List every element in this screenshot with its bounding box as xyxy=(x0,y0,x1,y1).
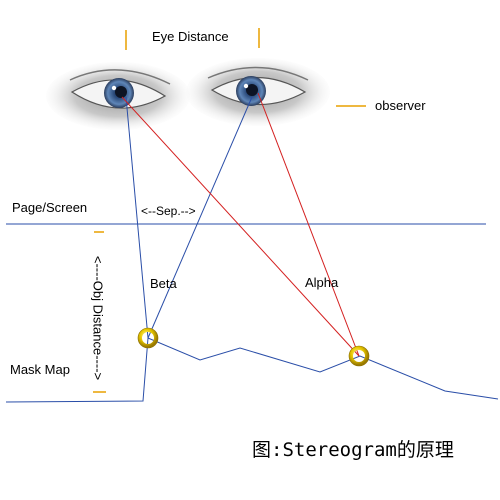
alpha-left-sight-line xyxy=(121,96,360,357)
figure-caption: 图:Stereogram的原理 xyxy=(252,439,454,461)
left-eye-highlight xyxy=(111,85,117,91)
beta-left-sight-line xyxy=(125,96,149,339)
observer-label: observer xyxy=(375,98,426,113)
eye-distance-label: Eye Distance xyxy=(152,29,229,44)
alpha-right-sight-line xyxy=(257,92,360,357)
separation-label: <--Sep.--> xyxy=(141,204,196,218)
beta-label: Beta xyxy=(150,276,177,291)
beta-right-sight-line xyxy=(147,96,253,339)
right-pupil xyxy=(246,84,258,96)
right-eyelid-crease xyxy=(207,66,309,81)
right-eye-icon xyxy=(186,58,330,126)
page-screen-label: Page/Screen xyxy=(12,200,88,215)
right-eye-highlight xyxy=(243,83,249,89)
mask-map-profile xyxy=(5,337,499,403)
obj-distance-label: <----Obj Distance----> xyxy=(90,255,106,381)
left-eye-icon xyxy=(46,62,190,130)
beta-point-ring-marker-icon xyxy=(137,327,159,349)
alpha-point-ring-marker-icon xyxy=(348,345,370,367)
left-eyelid-crease xyxy=(69,69,171,85)
mask-map-label: Mask Map xyxy=(10,362,70,377)
alpha-label: Alpha xyxy=(305,275,339,290)
left-pupil xyxy=(115,86,127,98)
